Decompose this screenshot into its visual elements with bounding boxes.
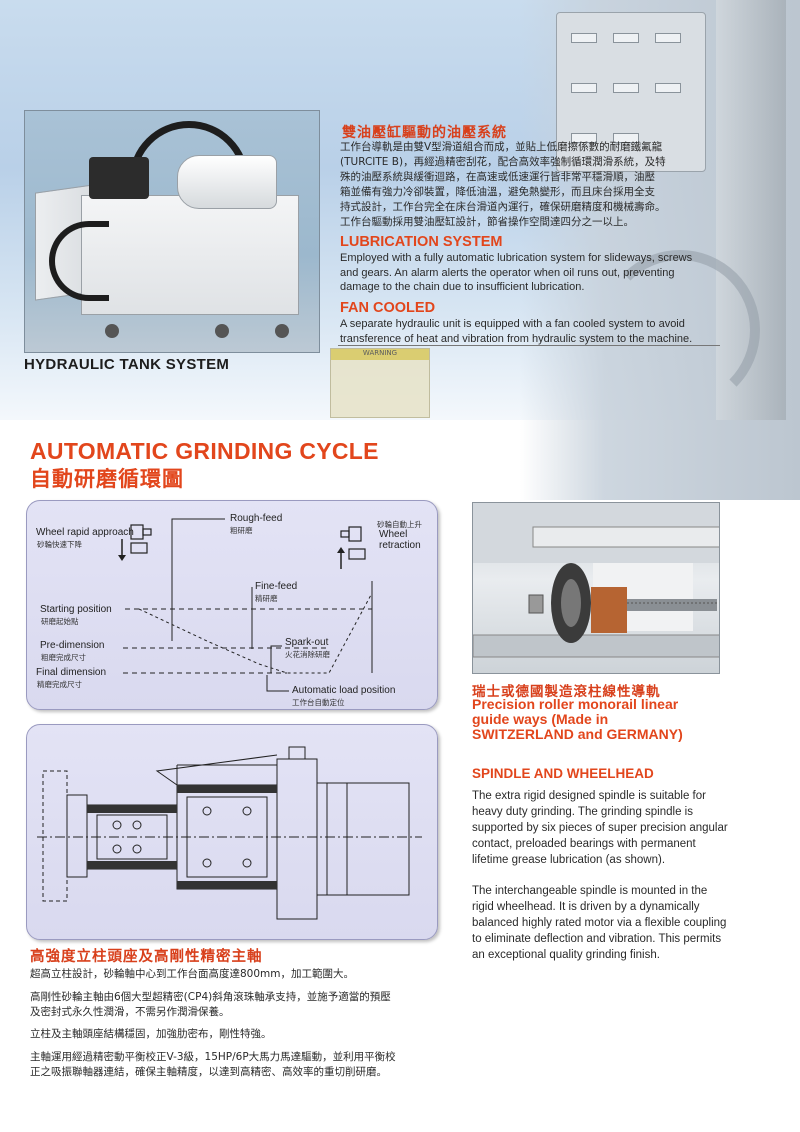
rail-cn-title: 瑞士或德國製造滾柱線性導軌 <box>472 684 661 700</box>
spindle-cn-p1: 超高立柱設計，砂輪軸中心到工作台面高度達800mm，加工範圍大。 <box>30 968 354 980</box>
label-automatic-load-position: Automatic load position <box>292 685 396 696</box>
lubrication-title: LUBRICATION SYSTEM <box>340 234 503 250</box>
spindle-cn-p3: 立柱及主軸頭座結構穩固，加強肋密布，剛性特強。 <box>30 1028 272 1040</box>
spindle-para-2: The interchangeable spindle is mounted i… <box>472 885 727 961</box>
label-final-dimension-cn: 精磨完成尺寸 <box>37 680 82 689</box>
lubrication-body: Employed with a fully automatic lubricat… <box>340 252 693 293</box>
spindle-cn-p2: 高剛性砂輪主軸由6個大型超精密(CP4)斜角滾珠軸承支持，並施予適當的預壓 及密… <box>30 991 391 1018</box>
fan-cooled-title: FAN COOLED <box>340 300 436 316</box>
label-spark-out: Spark-out <box>285 637 329 648</box>
grinding-cycle-lines <box>118 518 373 692</box>
label-rough-feed: Rough-feed <box>230 513 283 524</box>
label-wheel-retraction-cn: 砂輪自動上升 <box>377 520 422 529</box>
warning-label-image: WARNING <box>330 348 430 418</box>
machine-control-panel-image <box>556 12 706 172</box>
linear-guide-photo <box>472 502 720 674</box>
grinding-cycle-title-cn: 自動研磨循環圖 <box>30 466 184 491</box>
hydraulic-tank-photo <box>24 110 320 353</box>
rail-en-title: Precision roller monorail linear guide w… <box>472 696 683 742</box>
label-rough-feed-cn: 粗研磨 <box>230 526 253 535</box>
spindle-title: SPINDLE AND WHEELHEAD <box>472 766 654 781</box>
label-wheel-rapid-approach-cn: 砂輪快速下降 <box>37 540 82 549</box>
label-retraction: retraction <box>379 540 421 551</box>
divider-line <box>338 345 720 346</box>
label-automatic-load-position-cn: 工作台自動定位 <box>292 698 345 707</box>
label-starting-position-cn: 研磨起始點 <box>41 617 79 626</box>
hydraulic-cn-body: 工作台導軌是由雙V型滑道組合而成，並貼上低磨擦係數的耐磨鐵氟龍 (TURCITE… <box>340 141 666 228</box>
label-pre-dimension-cn: 粗磨完成尺寸 <box>41 653 86 662</box>
label-spark-out-cn: 火花消除研磨 <box>285 650 330 659</box>
spindle-cross-section-diagram <box>26 724 438 940</box>
fan-cooled-body: A separate hydraulic unit is equipped wi… <box>340 318 693 345</box>
grinding-cycle-diagram: Wheel rapid approach 砂輪快速下降 Rough-feed 粗… <box>26 500 438 710</box>
grinding-cycle-title: AUTOMATIC GRINDING CYCLE <box>30 438 379 464</box>
hydraulic-caption: HYDRAULIC TANK SYSTEM <box>24 356 230 373</box>
label-final-dimension: Final dimension <box>36 667 107 678</box>
label-wheel-rapid-approach: Wheel rapid approach <box>36 527 134 538</box>
label-starting-position: Starting position <box>40 604 112 615</box>
spindle-drawing <box>37 746 422 920</box>
wheel-guard-image <box>600 250 760 410</box>
label-wheel: Wheel <box>379 529 408 540</box>
label-fine-feed: Fine-feed <box>255 581 298 592</box>
spindle-cn-title: 高強度立柱頭座及高剛性精密主軸 <box>30 949 263 965</box>
spindle-para-1: The extra rigid designed spindle is suit… <box>472 790 728 866</box>
label-fine-feed-cn: 精研磨 <box>255 594 278 603</box>
label-pre-dimension: Pre-dimension <box>40 640 105 651</box>
spindle-cn-p4: 主軸運用經過精密動平衡校正V-3級，15HP/6P大馬力馬達驅動，並利用平衡校 … <box>30 1051 396 1078</box>
hydraulic-cn-title: 雙油壓缸驅動的油壓系統 <box>342 125 507 141</box>
